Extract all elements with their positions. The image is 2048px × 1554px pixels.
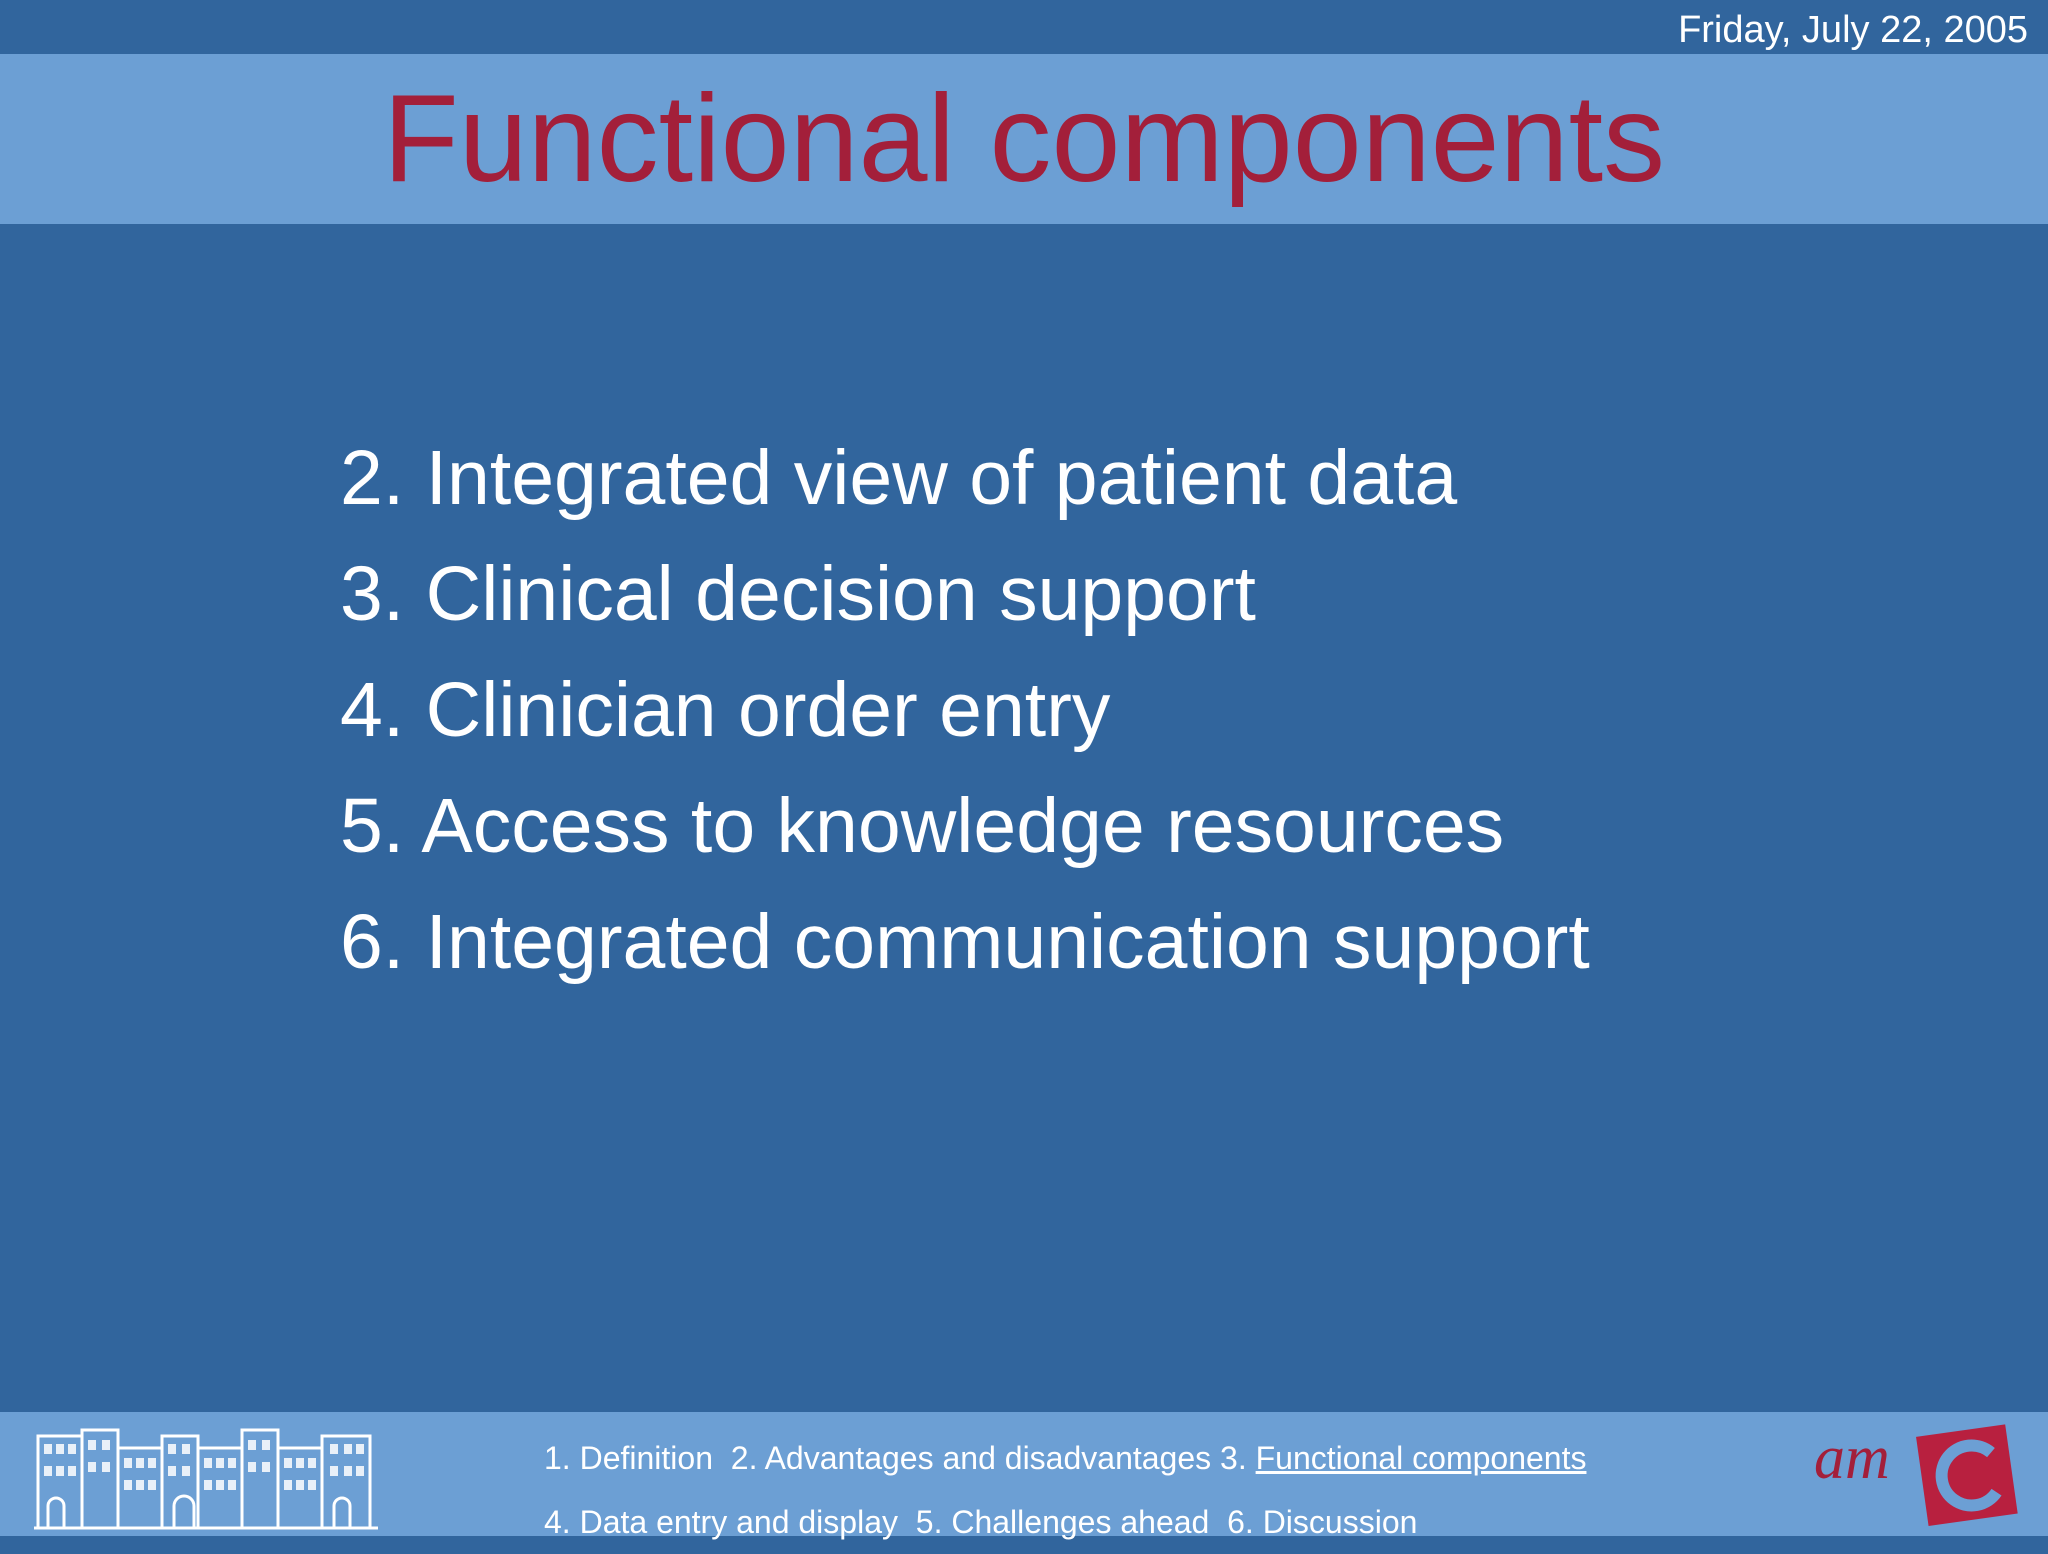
- list-item: 6. Integrated communication support: [340, 899, 1590, 985]
- nav-sections-1-2: 1. Definition 2. Advantages and disadvan…: [544, 1440, 1256, 1476]
- slide-title: Functional components: [382, 70, 1666, 208]
- section-nav: 1. Definition 2. Advantages and disadvan…: [544, 1426, 1586, 1554]
- title-band: [0, 54, 2048, 224]
- nav-link-functional-components[interactable]: Functional components: [1255, 1440, 1587, 1476]
- amc-logo: am: [1814, 1424, 2018, 1526]
- component-list: 2. Integrated view of patient data 3. Cl…: [340, 420, 1590, 1000]
- nav-line-1: 1. Definition 2. Advantages and disadvan…: [544, 1426, 1586, 1490]
- footer-bar: 1. Definition 2. Advantages and disadvan…: [0, 1412, 2048, 1540]
- list-item: 2. Integrated view of patient data: [340, 435, 1458, 521]
- slide-date: Friday, July 22, 2005: [1678, 9, 2028, 51]
- list-item: 4. Clinician order entry: [340, 667, 1111, 753]
- list-item: 3. Clinical decision support: [340, 551, 1256, 637]
- list-item: 5. Access to knowledge resources: [340, 783, 1505, 869]
- logo-text: am: [1814, 1424, 1890, 1492]
- nav-line-2: 4. Data entry and display 5. Challenges …: [544, 1504, 1418, 1540]
- building-icon: [34, 1428, 378, 1530]
